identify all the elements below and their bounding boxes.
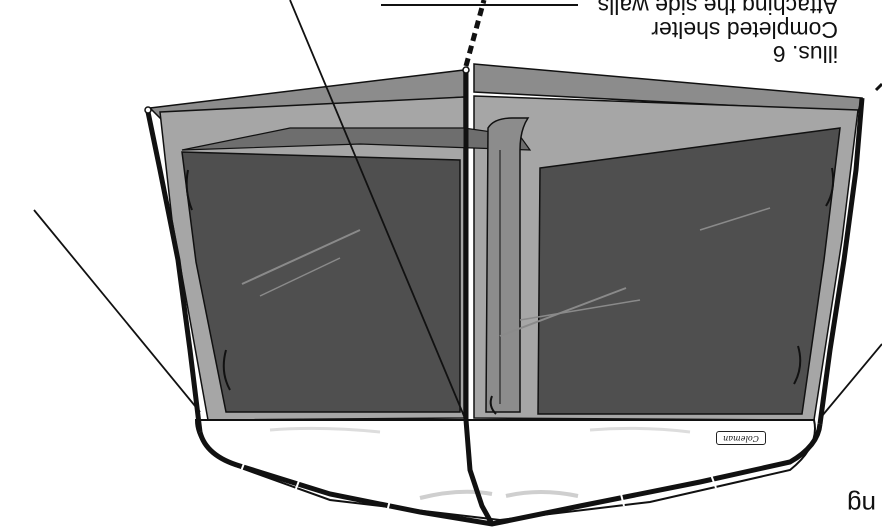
floor-shadow xyxy=(589,426,691,434)
left-leg-pole xyxy=(145,111,203,433)
figure-caption: Completed shelter xyxy=(651,17,838,43)
right-mesh-panel xyxy=(537,127,841,415)
mesh-highlight xyxy=(699,207,771,231)
guy-line-center xyxy=(289,0,465,417)
floor-shadow xyxy=(269,426,381,434)
dashed-ridge-pole xyxy=(463,0,487,67)
left-pole-tip xyxy=(144,106,152,114)
edge-text-fragment: ng xyxy=(847,490,876,520)
figure-label: illus. 6 xyxy=(772,41,838,67)
mesh-highlight xyxy=(241,229,361,285)
pole-joint xyxy=(239,457,247,475)
center-pole xyxy=(463,70,495,526)
floor-shadow xyxy=(419,489,493,500)
mesh-highlight xyxy=(519,299,641,321)
pole-joint xyxy=(385,499,391,517)
mesh-highlight xyxy=(499,287,627,337)
left-mesh-panel xyxy=(181,151,461,413)
floor-shadow xyxy=(505,490,579,498)
right-leg-pole xyxy=(817,97,865,425)
center-pole-tip xyxy=(462,66,470,74)
mesh-highlight xyxy=(259,257,341,297)
pole-joint xyxy=(709,471,717,489)
door-panel xyxy=(485,117,530,413)
figure-caption-fragment: Attaching the side walls xyxy=(597,0,838,19)
guy-line-left xyxy=(33,209,201,413)
wall-clip xyxy=(185,169,193,211)
wall-clip xyxy=(825,167,835,207)
guy-line-right xyxy=(821,343,882,417)
right-pole-tip xyxy=(874,82,882,92)
wall-clip xyxy=(793,345,802,385)
pole-joint xyxy=(293,477,301,495)
pole-joint xyxy=(619,489,625,507)
wall-clip xyxy=(222,349,231,391)
wall-clip xyxy=(489,395,497,415)
coleman-logo: Coleman xyxy=(716,431,766,445)
